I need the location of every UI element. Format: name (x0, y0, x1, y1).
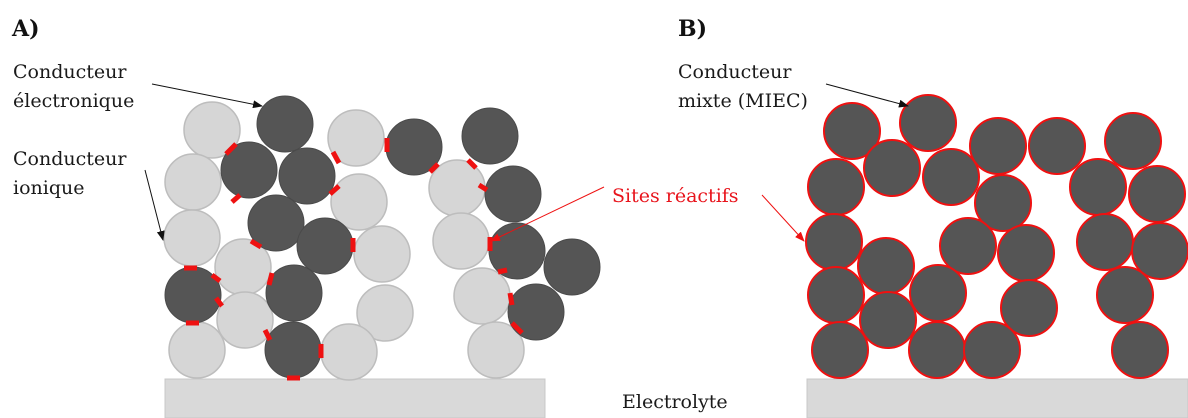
reactive-site (330, 150, 342, 165)
ionic-particle (330, 173, 388, 231)
mixed-particle (908, 321, 966, 379)
mixed-particle (1131, 222, 1188, 280)
reactive-site (266, 272, 275, 286)
panel-b-label: B) (678, 16, 707, 42)
electronic-particle (265, 264, 323, 322)
ionic-conductor-arrow (144, 169, 165, 241)
ionic-particle (428, 159, 486, 217)
mixed-particle (974, 174, 1032, 232)
electronic-particle (296, 217, 354, 275)
reactive-site (224, 142, 238, 156)
reactive-site (328, 184, 341, 196)
ionic-particle (453, 267, 511, 325)
electronic-particle (543, 238, 601, 296)
electronic-particle (278, 147, 336, 205)
ionic-particle (183, 101, 241, 159)
electronic-particle (256, 95, 314, 153)
mixed-particle (859, 291, 917, 349)
panel-a-reactive-sites (184, 138, 524, 381)
mixed-particle (807, 158, 865, 216)
mixed-particle (909, 264, 967, 322)
panel-b-mixed-particles (805, 94, 1188, 379)
ionic-conductor-label-line1: Conducteur (13, 148, 127, 170)
reactive-site (477, 182, 489, 193)
electronic-particle (484, 165, 542, 223)
mixed-particle (1128, 165, 1186, 223)
panel-a-label: A) (11, 16, 39, 42)
electronic-conductor-label-line1: Conducteur (13, 61, 127, 83)
mixed-particle (1000, 279, 1058, 337)
electronic-particle (488, 222, 546, 280)
ionic-particle (163, 209, 221, 267)
mixed-particle (863, 139, 921, 197)
electronic-particle (461, 107, 519, 165)
mixed-particle (922, 148, 980, 206)
reactive-site (507, 292, 515, 306)
mixed-particle (823, 102, 881, 160)
reactive-site (230, 193, 242, 204)
mixed-particle (1069, 158, 1127, 216)
electrolyte-slab-b (806, 378, 1188, 418)
mixed-particle (969, 117, 1027, 175)
ionic-particle (467, 321, 525, 379)
reactive-site (210, 273, 222, 283)
ionic-particle (320, 323, 378, 381)
mixed-particle (997, 224, 1055, 282)
reactive-site (428, 162, 440, 174)
ionic-particle (432, 212, 490, 270)
ionic-particle (353, 225, 411, 283)
mixed-particle (1028, 117, 1086, 175)
mixed-conductor-label-line2: mixte (MIEC) (678, 90, 808, 112)
electronic-particle (507, 283, 565, 341)
electrolyte-label: Electrolyte (622, 391, 728, 413)
reactive-site (510, 321, 524, 335)
mixed-particle (1104, 112, 1162, 170)
mixed-particle (1096, 266, 1154, 324)
ionic-particle (168, 321, 226, 379)
panel-a-electronic-particles (164, 95, 601, 379)
electronic-particle (220, 141, 278, 199)
ionic-particle (356, 284, 414, 342)
mixed-conductor-label-line1: Conducteur (678, 61, 792, 83)
electrolyte-slab-a (164, 378, 546, 418)
mixed-particle (807, 266, 865, 324)
reactive-sites-arrow-a (490, 186, 605, 242)
mixed-particle (939, 217, 997, 275)
reactive-site (262, 328, 273, 342)
mixed-particle (1076, 213, 1134, 271)
mixed-particle (963, 321, 1021, 379)
reactive-site (466, 158, 478, 170)
reactive-site (249, 238, 263, 250)
electronic-particle (264, 321, 322, 379)
electronic-conductor-arrow (151, 83, 263, 109)
ionic-particle (216, 291, 274, 349)
electronic-particle (247, 194, 305, 252)
reactive-site (497, 267, 508, 275)
mixed-particle (1111, 321, 1169, 379)
mixed-particle (805, 213, 863, 271)
mixed-particle (899, 94, 957, 152)
ionic-conductor-label-line2: ionique (13, 177, 84, 199)
mixed-particle (857, 237, 915, 295)
ionic-particle (327, 109, 385, 167)
reactive-site (214, 296, 224, 308)
reactive-sites-label: Sites réactifs (612, 185, 739, 207)
panel-a-ionic-particles (163, 101, 525, 381)
mixed-particle (811, 321, 869, 379)
mixed-conductor-arrow (825, 83, 909, 108)
reactive-sites-arrow-b (761, 194, 805, 242)
electronic-conductor-label-line2: électronique (13, 90, 134, 112)
ionic-particle (164, 153, 222, 211)
